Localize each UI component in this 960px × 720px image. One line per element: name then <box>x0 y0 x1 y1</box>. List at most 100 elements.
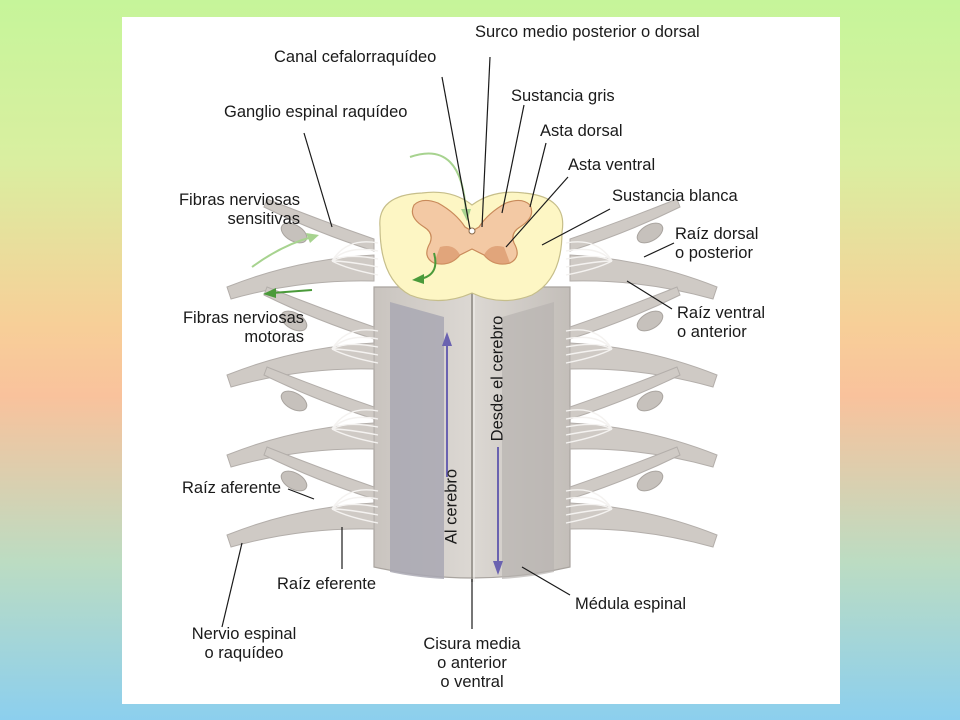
rootlet-right-2-2 <box>565 336 613 350</box>
rootlet-left-3-1 <box>331 409 379 430</box>
rootlet-left-1-4 <box>331 260 379 268</box>
rootlet-right-1-2 <box>565 248 613 262</box>
ganglion-left-3 <box>280 390 308 412</box>
label-raiz-dorsal-line1: Raíz dorsal <box>675 225 759 243</box>
rootlet-right-1-4 <box>565 260 613 268</box>
label-fibras-motoras: Fibras nerviosas motoras <box>142 309 304 347</box>
rootlet-left-4-1 <box>331 489 379 510</box>
dorsal-root-left-2 <box>263 286 375 340</box>
label-fibras-sensitivas-line2: sensitivas <box>227 210 300 228</box>
rootlet-left-2-2 <box>331 336 379 350</box>
rootlet-right-2-4 <box>565 348 613 356</box>
rootlet-left-3-4 <box>331 428 379 436</box>
rootlet-right-4-4 <box>565 508 613 516</box>
spinal-cord-column <box>373 286 571 582</box>
rootlet-left-2-5 <box>331 348 379 364</box>
rootlet-right-4-1 <box>565 489 613 510</box>
label-raiz-aferente: Raíz aferente <box>182 479 282 497</box>
rootlet-right-1-3 <box>565 255 613 262</box>
label-fibras-motoras-line2: motoras <box>244 328 304 346</box>
dorsal-root-right-1 <box>569 198 681 252</box>
rootlet-right-3-3 <box>565 423 613 430</box>
diagram-panel: Surco medio posterior o dorsal Canal cef… <box>122 17 840 704</box>
rootlet-left-1-3 <box>331 255 379 262</box>
label-fibras-sensitivas: Fibras nerviosas sensitivas <box>142 191 300 229</box>
nerve-trunk-left-3 <box>226 422 375 468</box>
descending-arrow <box>493 447 503 575</box>
rootlet-right-2-3 <box>565 343 613 350</box>
nerve-trunk-right-1 <box>569 254 718 300</box>
label-raiz-ventral: Raíz ventral o anterior <box>677 304 765 342</box>
rootlet-left-1-5 <box>331 260 379 276</box>
dorsal-root-left-4 <box>263 446 375 500</box>
rootlet-left-2-1 <box>331 329 379 350</box>
rootlet-left-3-3 <box>331 423 379 430</box>
ganglion-left-2 <box>280 310 308 332</box>
dorsal-root-right-3 <box>569 366 681 420</box>
ganglion-left-1 <box>280 222 308 244</box>
label-fibras-motoras-line1: Fibras nerviosas <box>182 309 304 327</box>
rootlet-left-3-2 <box>331 416 379 430</box>
rootlet-left-1-2 <box>331 248 379 262</box>
label-cisura-line1: Cisura media <box>423 635 521 653</box>
label-ganglio: Ganglio espinal raquídeo <box>224 103 408 121</box>
spinal-cord-illustration <box>221 56 718 629</box>
ganglion-right-3 <box>636 390 664 412</box>
ganglion-left-4 <box>280 470 308 492</box>
label-raiz-eferente: Raíz eferente <box>277 575 377 593</box>
label-surco-medio: Surco medio posterior o dorsal <box>475 23 700 41</box>
nerve-trunk-left-1 <box>226 254 375 300</box>
ganglion-right-2 <box>636 310 664 332</box>
label-cisura: Cisura media o anterior o ventral <box>402 635 542 692</box>
dorsal-root-right-4 <box>569 446 681 500</box>
rootlet-right-1-5 <box>565 260 613 276</box>
rootlet-left-4-2 <box>331 496 379 510</box>
label-cisura-line2: o anterior <box>437 654 507 672</box>
rootlet-right-2-5 <box>565 348 613 364</box>
label-fibras-sensitivas-line1: Fibras nerviosas <box>178 191 300 209</box>
rootlet-right-4-3 <box>565 503 613 510</box>
label-sustancia-blanca: Sustancia blanca <box>612 187 738 205</box>
spinal-nerves <box>226 198 718 548</box>
nerve-trunk-right-2 <box>569 342 718 388</box>
rootlet-right-3-1 <box>565 409 613 430</box>
rootlet-right-4-2 <box>565 496 613 510</box>
rootlet-left-2-3 <box>331 343 379 350</box>
rootlet-left-4-4 <box>331 508 379 516</box>
rootlet-left-4-3 <box>331 503 379 510</box>
label-raiz-ventral-line1: Raíz ventral <box>677 304 766 322</box>
rootlet-right-2-1 <box>565 329 613 350</box>
dorsal-root-right-2 <box>569 286 681 340</box>
label-medula: Médula espinal <box>575 595 686 613</box>
rootlet-right-4-5 <box>565 508 613 524</box>
motor-arrow <box>263 252 437 298</box>
rootlet-right-3-2 <box>565 416 613 430</box>
label-raiz-dorsal: Raíz dorsal o posterior <box>675 225 758 263</box>
ascending-arrow <box>442 332 452 477</box>
label-al-cerebro: Al cerebro <box>442 468 461 545</box>
cord-cross-section <box>379 191 564 302</box>
rootlet-right-3-5 <box>565 428 613 444</box>
ganglion-right-1 <box>636 222 664 244</box>
nerve-trunk-right-4 <box>569 502 718 548</box>
label-nervio-line1: Nervio espinal <box>191 625 297 643</box>
label-sustancia-gris: Sustancia gris <box>511 87 615 105</box>
rootlet-left-4-5 <box>331 508 379 524</box>
label-raiz-ventral-line2: o anterior <box>677 323 747 341</box>
rootlet-right-3-4 <box>565 428 613 436</box>
rootlet-left-1-1 <box>331 241 379 262</box>
nerve-trunk-right-3 <box>569 422 718 468</box>
label-desde-cerebro: Desde el cerebro <box>488 315 507 442</box>
rootlet-right-1-1 <box>565 241 613 262</box>
label-nervio: Nervio espinal o raquídeo <box>174 625 314 663</box>
dorsal-root-left-3 <box>263 366 375 420</box>
label-canal: Canal cefalorraquídeo <box>274 48 437 66</box>
rootlet-left-3-5 <box>331 428 379 444</box>
nerve-trunk-left-2 <box>226 342 375 388</box>
label-nervio-line2: o raquídeo <box>204 644 284 662</box>
rootlet-left-2-4 <box>331 348 379 356</box>
label-asta-dorsal: Asta dorsal <box>540 122 623 140</box>
label-asta-ventral: Asta ventral <box>568 156 656 174</box>
label-raiz-dorsal-line2: o posterior <box>675 244 753 262</box>
leader-lines <box>221 56 675 629</box>
